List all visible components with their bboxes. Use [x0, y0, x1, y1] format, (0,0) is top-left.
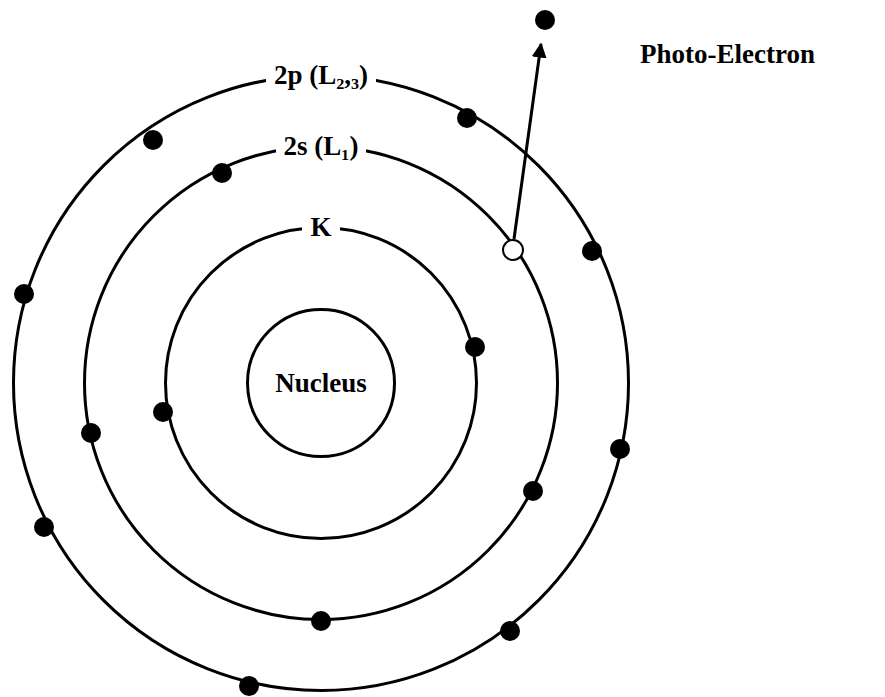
electron-shell: 2s (L₁)KNucleus	[83, 145, 559, 621]
nucleus-circle: Nucleus	[246, 308, 396, 458]
electron-shell: 2p (L₂,₃)2s (L₁)KNucleus	[12, 74, 630, 692]
shell-label: 2s (L₁)	[276, 130, 367, 162]
emission-arrow	[514, 44, 541, 239]
shell-label: K	[302, 211, 339, 243]
photo-electron-label: Photo-Electron	[640, 38, 815, 70]
nucleus-label: Nucleus	[275, 367, 367, 399]
shell-label: 2p (L₂,₃)	[266, 59, 376, 91]
electron-shell: KNucleus	[164, 226, 478, 540]
electron-dots	[14, 10, 630, 696]
electron-hole	[503, 240, 523, 260]
